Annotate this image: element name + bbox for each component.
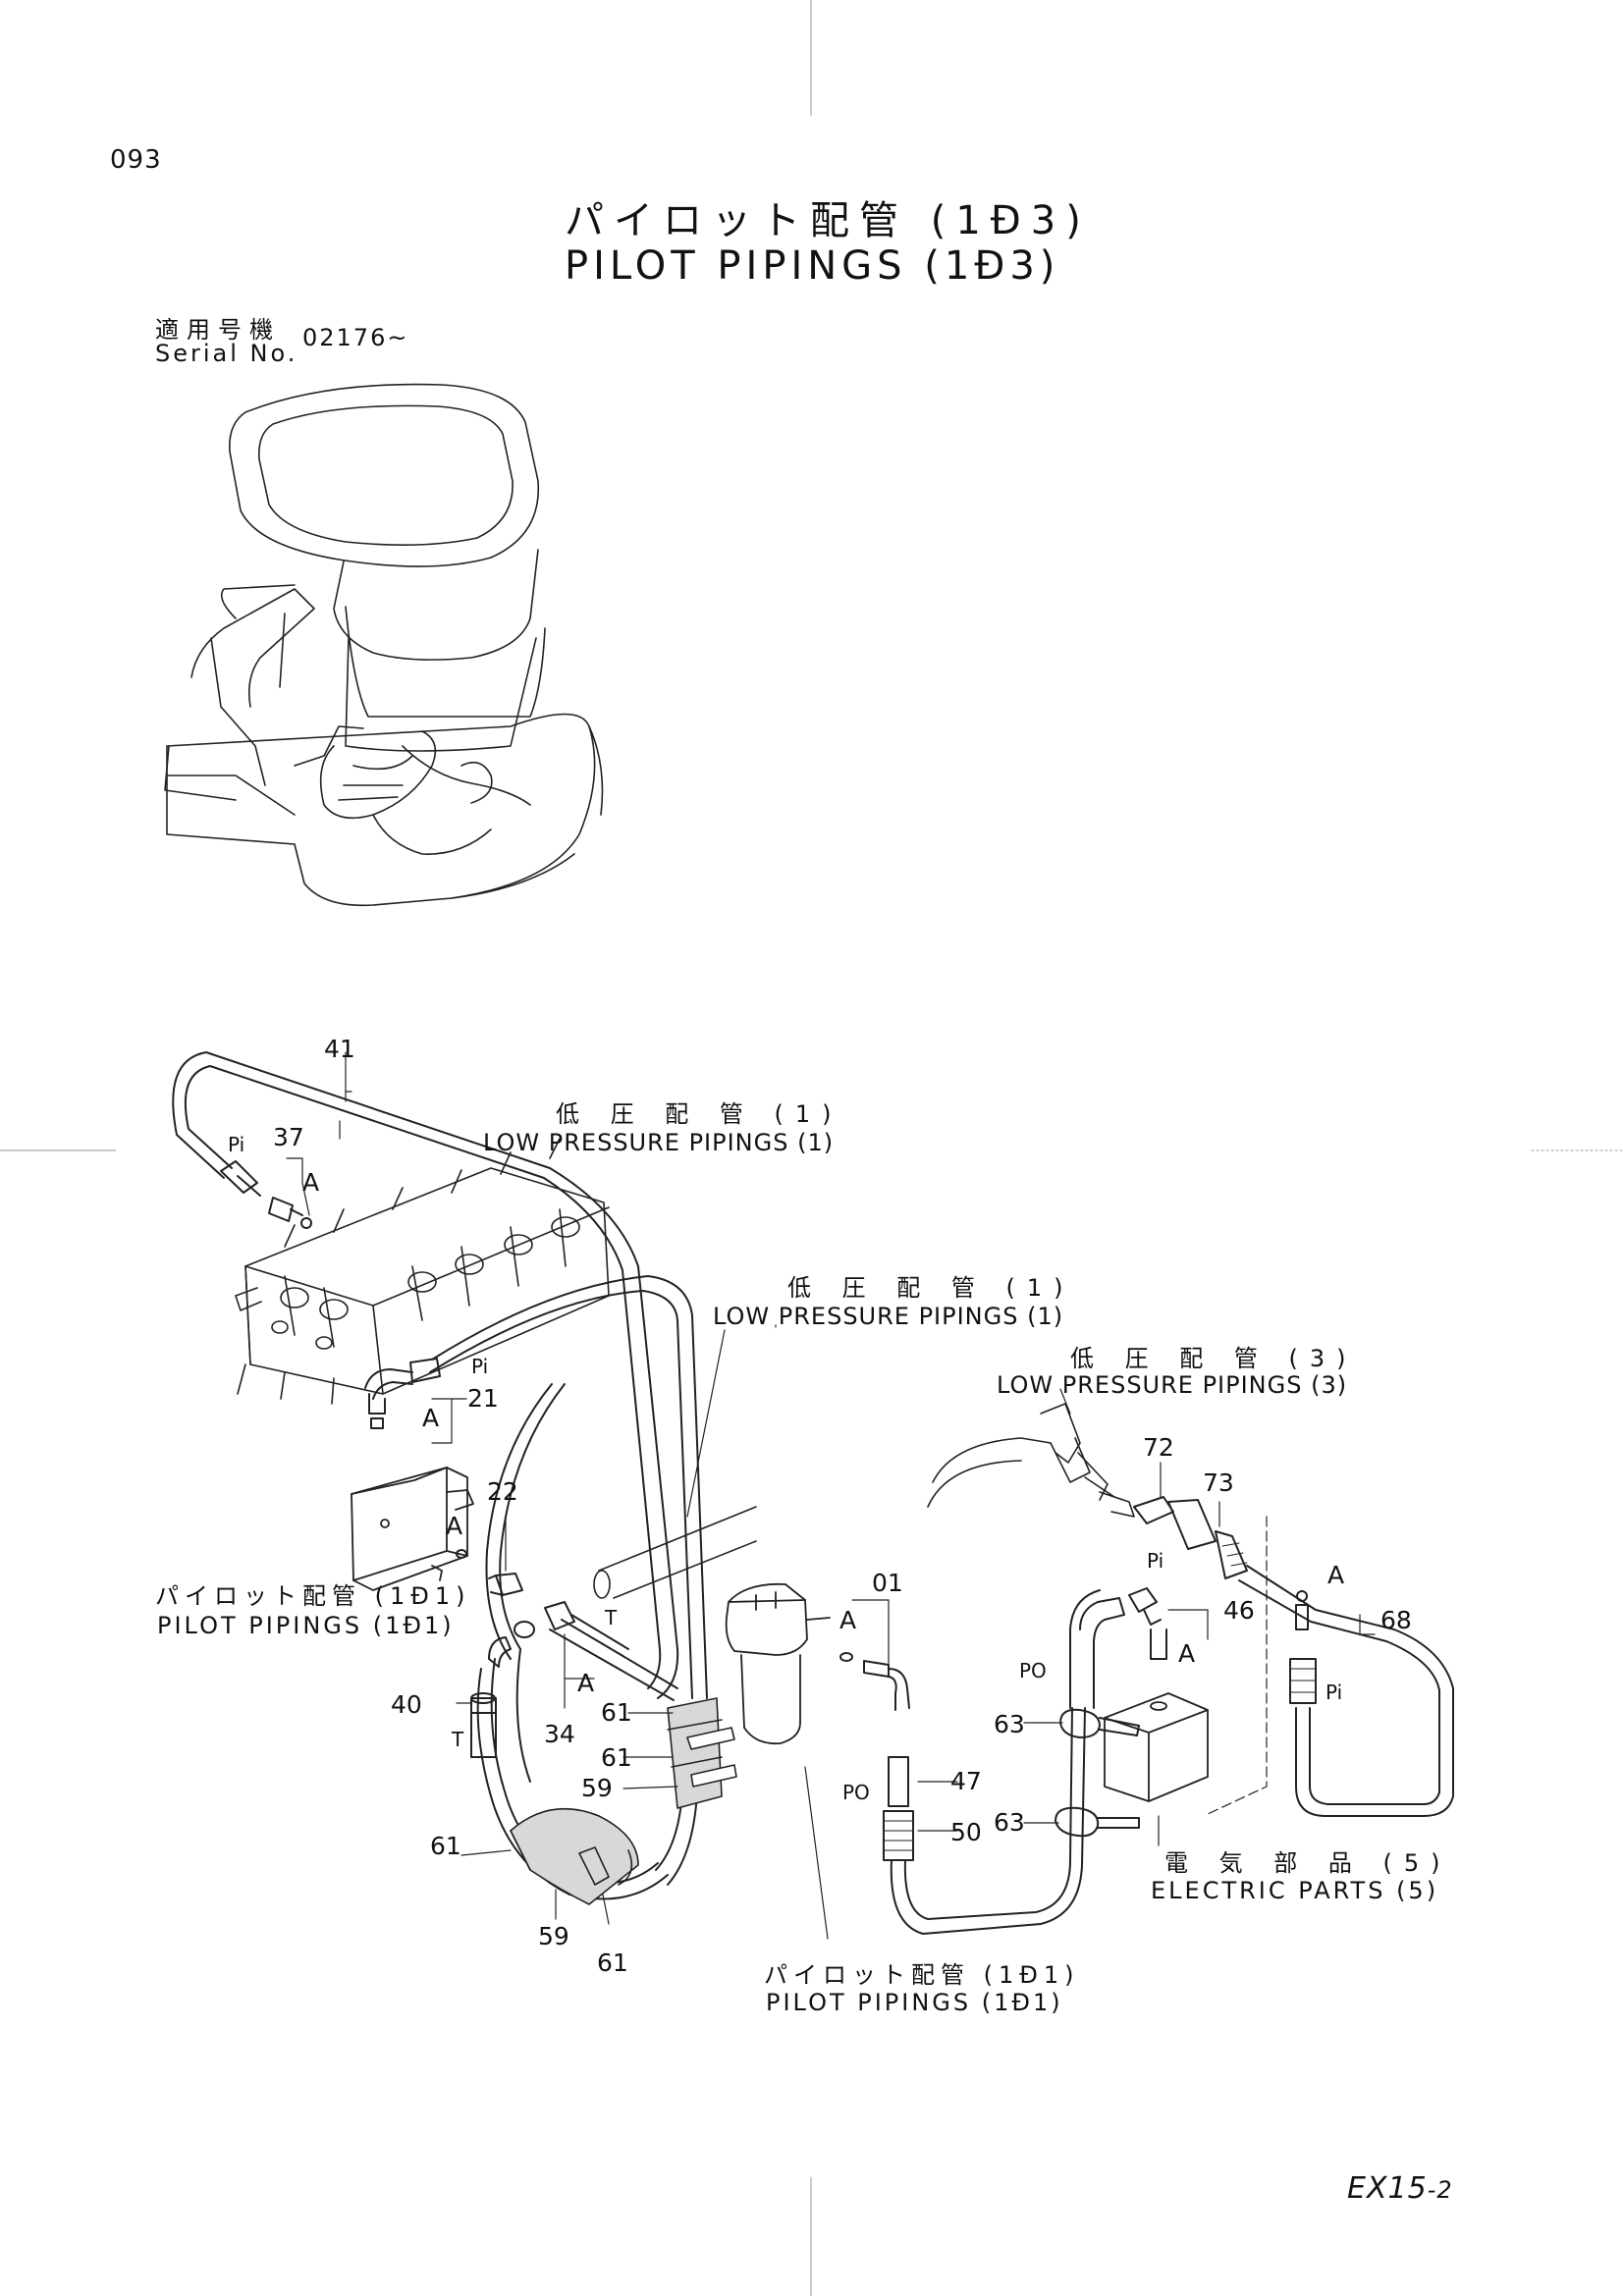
port-pi-4: Pi [1325,1681,1343,1704]
elbow-01 [840,1653,909,1710]
fitting-40 [471,1693,496,1757]
line-filter [727,1584,830,1743]
part-72: 72 [1143,1433,1174,1462]
hose-protector-59-lower [511,1809,638,1904]
hose-47-50 [884,1708,1085,1934]
label-pilot-pipings-2-jp: パイロット配管 (1Ð1) [764,1961,1080,1989]
control-valve-assembly [236,1139,609,1404]
serial-label-en: Serial No. [155,340,298,367]
footer-code: EX15 [1347,2171,1428,2206]
port-t-1: T [605,1606,618,1629]
machine-overview-illustration [165,385,603,906]
page-title-en: PILOT PIPINGS (1Ð3) [565,243,1060,289]
page-title-jp: パイロット配管 (1Ð3) [565,198,1091,243]
part-61-d: 61 [597,1949,628,1977]
serial-label-jp: 適用号機 [155,316,281,344]
port-a-4: A [577,1669,595,1697]
part-68: 68 [1380,1606,1412,1634]
port-a-1: A [302,1168,320,1197]
port-a-6: A [1178,1639,1196,1668]
port-a-2: A [422,1404,440,1432]
fitting-37 [269,1198,311,1228]
hose-bundle [430,1276,707,1899]
port-pi-2: Pi [471,1355,489,1378]
part-01: 01 [872,1569,903,1597]
label-low-pressure-1b-jp: 低 圧 配 管 (1) [787,1274,1075,1302]
part-63-b: 63 [994,1808,1025,1837]
fitting-68 [1290,1591,1316,1703]
part-61-a: 61 [601,1698,632,1727]
serial-value: 02176~ [302,324,409,351]
part-40: 40 [391,1690,422,1719]
label-electric-parts-en: ELECTRIC PARTS (5) [1151,1877,1439,1904]
fitting-22 [457,1550,522,1595]
part-61-c: 61 [430,1832,461,1860]
part-63-a: 63 [994,1710,1025,1738]
part-47: 47 [950,1767,982,1795]
elbow-46 [1070,1588,1166,1708]
part-21: 21 [467,1384,499,1413]
label-low-pressure-3-en: LOW PRESSURE PIPINGS (3) [997,1371,1348,1399]
label-low-pressure-3-jp: 低 圧 配 管 (3) [1070,1345,1358,1372]
port-a-7: A [1327,1561,1345,1589]
label-pilot-pipings-1-en: PILOT PIPINGS (1Ð1) [157,1612,455,1639]
label-pilot-pipings-2-en: PILOT PIPINGS (1Ð1) [766,1989,1063,2016]
hose-41 [173,1052,677,1698]
part-61-b: 61 [601,1743,632,1772]
port-pi-1: Pi [228,1133,245,1156]
label-pilot-pipings-1-jp: パイロット配管 (1Ð1) [155,1582,471,1610]
part-41: 41 [324,1035,355,1063]
electric-box [1105,1693,1208,1801]
page-footer-code: EX15-2 [1347,2171,1453,2206]
hose-protector-59-upper [668,1698,736,1808]
part-37: 37 [273,1123,304,1151]
hose-72-73 [1134,1497,1453,1816]
part-22: 22 [487,1477,518,1506]
leader-lines [287,1052,1375,1939]
port-a-5: A [839,1606,857,1634]
clamp-63 [1055,1710,1139,1837]
part-59-b: 59 [538,1922,569,1950]
part-50: 50 [950,1818,982,1846]
port-po-1: PO [1019,1659,1047,1682]
port-a-3: A [446,1512,463,1540]
label-low-pressure-1-en: LOW PRESSURE PIPINGS (1) [483,1129,835,1156]
label-low-pressure-1-jp: 低 圧 配 管 (1) [556,1100,843,1128]
part-34: 34 [544,1720,575,1748]
page-number: 093 [110,145,162,175]
footer-suffix: -2 [1427,2176,1453,2204]
port-po-2: PO [842,1781,870,1804]
return-pipe [594,1507,756,1598]
part-46: 46 [1223,1596,1255,1625]
fitting-t [489,1602,628,1667]
low-pressure-pipe-3 [928,1404,1134,1517]
part-73: 73 [1203,1468,1234,1497]
reference-lines [1208,1517,1267,1814]
label-electric-parts-jp: 電 気 部 品 (5) [1164,1849,1452,1877]
port-t-2: T [452,1728,464,1751]
elbow-21 [365,1359,440,1428]
label-low-pressure-1b-en: LOW PRESSURE PIPINGS (1) [713,1303,1064,1330]
part-59-a: 59 [581,1774,613,1802]
port-pi-3: Pi [1147,1549,1164,1573]
